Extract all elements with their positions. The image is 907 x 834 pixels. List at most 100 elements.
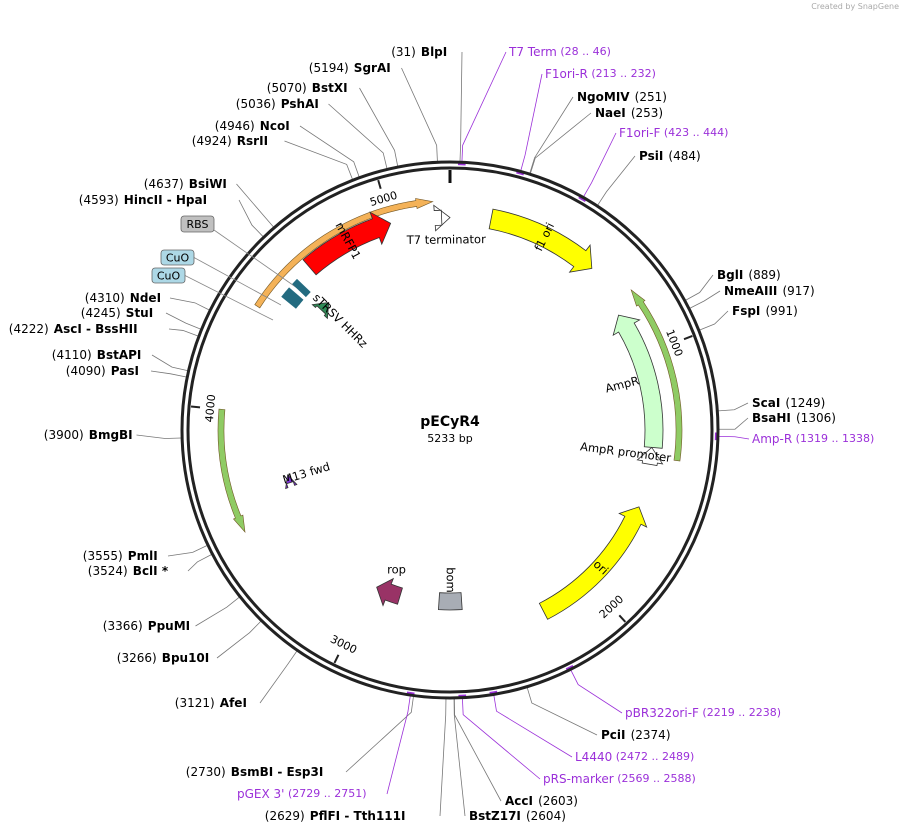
site-ppumi: (3366) PpuMI (103, 616, 190, 635)
leader-lines (136, 51, 750, 817)
site-acci: AccI (2603) (505, 791, 578, 810)
site-bgli: BglI (889) (717, 268, 781, 282)
feature-ori (538, 506, 648, 620)
site-bstz17i: BstZ17I (2604) (469, 809, 566, 823)
site-coord: (2604) (526, 809, 566, 823)
primer-pbr322ori-f: pBR322ori-F (2219 .. 2238) (625, 706, 781, 720)
site-name: BsmBI - Esp3I (231, 765, 323, 779)
svg-text:ScaI (1249): ScaI (1249) (752, 393, 825, 412)
primer-range: (213 .. 232) (588, 67, 656, 80)
box-mark-1 (284, 287, 304, 306)
svg-text:NmeAIII (917): NmeAIII (917) (724, 281, 815, 300)
svg-text:(5070) BstXI: (5070) BstXI (267, 78, 348, 97)
site-coord: (2603) (538, 794, 578, 808)
site-nmeaiii: NmeAIII (917) (724, 281, 815, 300)
svg-text:(4090) PasI: (4090) PasI (66, 361, 139, 380)
backbone (180, 160, 720, 700)
svg-text:(4637) BsiWI: (4637) BsiWI (144, 174, 227, 193)
site-coord: (4310) (85, 291, 125, 305)
primer-name: pBR322ori-F (625, 706, 699, 720)
site-ncoi: (4946) NcoI (215, 119, 290, 133)
svg-text:(3524) BclI *: (3524) BclI * (88, 561, 169, 580)
site-coord: (3555) (83, 549, 123, 563)
site-coord: (4110) (52, 348, 92, 362)
svg-text:F1ori-R (213 .. 232): F1ori-R (213 .. 232) (545, 67, 656, 81)
site-bsiwi: (4637) BsiWI (144, 174, 227, 193)
svg-text:Amp-R (1319 .. 1338): Amp-R (1319 .. 1338) (752, 432, 874, 446)
site-bpu10i: (3266) Bpu10I (117, 651, 209, 665)
site-rsrii: (4924) RsrII (192, 131, 268, 150)
orf-arc-1 (217, 408, 246, 533)
svg-text:PciI (2374): PciI (2374) (601, 725, 671, 744)
site-bstxi: (5070) BstXI (267, 78, 348, 97)
site-pflfi-tth111i: (2629) PflFI - Tth111I (265, 809, 406, 823)
site-coord: (889) (748, 268, 780, 282)
site-pmli: (3555) PmlI (83, 549, 158, 563)
box-label-cuo: CuO (166, 252, 190, 265)
site-bsmbi-esp3i: (2730) BsmBI - Esp3I (186, 762, 323, 781)
svg-text:NaeI (253): NaeI (253) (595, 103, 663, 122)
feature-rop (376, 577, 403, 607)
site-name: RsrII (237, 134, 268, 148)
box-cuo (151, 267, 186, 284)
svg-text:(4310) NdeI: (4310) NdeI (85, 288, 161, 307)
site-name: BclI * (133, 564, 169, 578)
site-coord: (4946) (215, 119, 255, 133)
primer-range: (2569 .. 2588) (614, 772, 696, 785)
site-hincii-hpai: (4593) HincII - HpaI (79, 193, 207, 207)
site-bstapi: (4110) BstAPI (52, 345, 142, 364)
ruler-tick-2000 (618, 614, 627, 623)
box-leader-cuo (184, 275, 274, 321)
site-coord: (917) (782, 284, 814, 298)
plasmid-name: pECyR4 (420, 414, 480, 430)
site-name: NdeI (130, 291, 161, 305)
site-name: BstZ17I (469, 809, 521, 823)
site-pcii: PciI (2374) (601, 725, 671, 744)
site-labels: (31) BlpI(5194) SgrAI(5070) BstXI(5036) … (9, 45, 874, 823)
site-name: FspI (732, 304, 760, 318)
svg-text:pBR322ori-F (2219 .. 2238): pBR322ori-F (2219 .. 2238) (625, 706, 781, 720)
feature-ampr (612, 314, 664, 449)
svg-text:(4222) AscI - BssHII: (4222) AscI - BssHII (9, 319, 138, 338)
site-coord: (253) (631, 106, 663, 120)
primer-range: (423 .. 444) (660, 126, 728, 139)
primer-pgex-3: pGEX 3' (2729 .. 2751) (237, 787, 367, 801)
svg-text:(2730) BsmBI - Esp3I: (2730) BsmBI - Esp3I (186, 762, 323, 781)
site-asci-bsshii: (4222) AscI - BssHII (9, 319, 138, 338)
site-name: PflFI - Tth111I (310, 809, 406, 823)
svg-text:(4924) RsrII: (4924) RsrII (192, 131, 268, 150)
primer-mark-pbr322ori-f (565, 664, 574, 671)
feature-label-rop: rop (387, 563, 406, 577)
svg-text:(4110) BstAPI: (4110) BstAPI (52, 345, 142, 364)
box-leader-rbs (213, 229, 301, 291)
site-name: PmlI (128, 549, 158, 563)
ruler-tick-5000 (377, 179, 382, 190)
site-coord: (3524) (88, 564, 128, 578)
site-pasi: (4090) PasI (66, 361, 139, 380)
svg-text:(4245) StuI: (4245) StuI (81, 303, 153, 322)
site-coord: (1249) (785, 396, 825, 410)
ruler-tick-1000 (683, 335, 693, 341)
site-pshai: (5036) PshAI (236, 97, 319, 111)
site-psii: PsiI (484) (639, 149, 701, 163)
svg-text:(3121) AfeI: (3121) AfeI (175, 693, 247, 712)
site-name: Bpu10I (162, 651, 209, 665)
primer-range: (1319 .. 1338) (792, 432, 874, 445)
svg-text:pRS-marker (2569 .. 2588): pRS-marker (2569 .. 2588) (543, 772, 696, 786)
site-coord: (4090) (66, 364, 106, 378)
feature-ampr-promoter (636, 446, 664, 467)
site-coord: (251) (635, 90, 667, 104)
site-coord: (4222) (9, 322, 49, 336)
svg-text:(3366) PpuMI: (3366) PpuMI (103, 616, 190, 635)
box-mark-0 (292, 278, 311, 298)
site-afei: (3121) AfeI (175, 693, 247, 712)
site-coord: (3266) (117, 651, 157, 665)
primer-name: pRS-marker (543, 772, 614, 786)
site-name: BglI (717, 268, 743, 282)
primer-prs-marker: pRS-marker (2569 .. 2588) (543, 772, 696, 786)
svg-text:AccI (2603): AccI (2603) (505, 791, 578, 810)
site-coord: (5194) (309, 61, 349, 75)
site-name: NaeI (595, 106, 626, 120)
site-coord: (5070) (267, 81, 307, 95)
primer-amp-r: Amp-R (1319 .. 1338) (752, 432, 874, 446)
